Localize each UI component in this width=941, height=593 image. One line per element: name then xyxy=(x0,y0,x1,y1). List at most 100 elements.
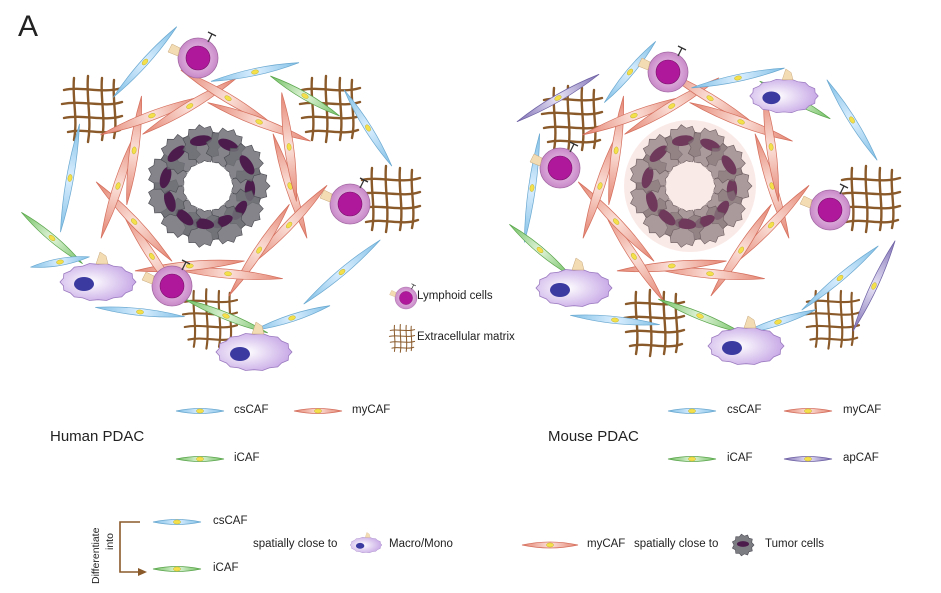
fibroblast-nucleus xyxy=(131,218,138,225)
icaf-cell xyxy=(270,75,340,117)
tumor-nucleus xyxy=(645,190,658,212)
contact-receptor xyxy=(389,290,397,298)
fibroblast-nucleus xyxy=(768,143,774,151)
lymphoid-cell xyxy=(799,183,851,231)
fibroblast-nucleus xyxy=(668,103,676,109)
tumor-lumen xyxy=(666,162,714,210)
extracellular-matrix xyxy=(60,74,124,144)
tumor-lumen xyxy=(184,162,232,210)
cscaf-cell xyxy=(253,305,331,331)
mouse-pdac-title: Mouse PDAC xyxy=(548,428,639,445)
fibroblast-nucleus xyxy=(67,174,73,182)
fibroblast-nucleus xyxy=(734,75,742,81)
cscaf-cell xyxy=(570,314,660,326)
cscaf-cell xyxy=(667,408,717,414)
mouse-legend-mycaf: myCAF xyxy=(843,404,882,416)
fibroblast-nucleus xyxy=(285,221,293,229)
macrophage-nucleus xyxy=(550,283,570,297)
mycaf-cell xyxy=(293,408,343,414)
contact-receptor xyxy=(529,153,543,167)
tumor-cell xyxy=(223,143,264,184)
fibroblast-nucleus xyxy=(706,271,714,277)
macrophage-cell xyxy=(749,68,819,114)
fibroblast-nucleus xyxy=(738,246,744,254)
contact-receptor xyxy=(251,321,265,335)
tumor-nucleus xyxy=(163,190,176,212)
bottom-mycaf-label: myCAF xyxy=(587,538,626,550)
fibroblast-nucleus xyxy=(626,68,634,76)
tumor-nucleus xyxy=(239,155,255,175)
lymphoid-cell xyxy=(529,141,581,189)
apcaf-cell xyxy=(783,456,833,462)
cscaf-cell xyxy=(801,245,879,311)
fibroblast-nucleus xyxy=(767,221,775,229)
fibroblast-nucleus xyxy=(136,309,144,315)
fibroblast-nucleus xyxy=(536,246,544,254)
icaf-cell xyxy=(509,223,571,277)
spatially-close-label-1: spatially close to xyxy=(253,538,338,550)
spatially-close-label-2: spatially close to xyxy=(634,538,719,550)
legend-icons xyxy=(119,283,833,576)
tumor-nucleus xyxy=(175,208,194,226)
cscaf-cell xyxy=(603,41,657,103)
contact-receptor xyxy=(781,68,794,81)
mycaf-cell xyxy=(281,92,297,202)
cscaf-cell xyxy=(343,89,393,167)
fibroblast-nucleus xyxy=(804,408,812,414)
mouse-legend-icaf: iCAF xyxy=(727,452,753,464)
fibroblast-nucleus xyxy=(255,119,263,125)
bottom-cscaf-label: csCAF xyxy=(213,515,248,527)
fibroblast-nucleus xyxy=(288,315,296,321)
macrophage-cell xyxy=(59,251,137,301)
fibroblast-nucleus xyxy=(597,182,603,190)
fibroblast-nucleus xyxy=(529,184,535,192)
fibroblast-nucleus xyxy=(301,93,309,99)
tumor-cells-label: Tumor cells xyxy=(765,538,824,550)
mycaf-overlap xyxy=(624,120,756,252)
lymphoid-nucleus xyxy=(159,273,185,299)
mycaf-cell xyxy=(763,92,779,202)
tumor-cell xyxy=(732,533,755,557)
macrophage-nucleus xyxy=(722,341,742,355)
mycaf-cell xyxy=(126,95,142,206)
fibroblast-nucleus xyxy=(56,259,64,265)
lymphoid-nucleus xyxy=(399,291,413,305)
fibroblast-nucleus xyxy=(173,519,181,525)
contact-receptor xyxy=(799,195,813,209)
mycaf-cell xyxy=(521,541,579,549)
tumor-cell xyxy=(705,143,746,184)
fibroblast-nucleus xyxy=(222,313,230,319)
lymphoid-nucleus xyxy=(337,191,363,217)
mycaf-cell xyxy=(783,408,833,414)
cscaf-cell xyxy=(303,239,381,305)
macrophage-nucleus xyxy=(74,277,94,291)
extracellular-matrix xyxy=(838,164,902,234)
into-label: into xyxy=(104,533,116,550)
mycaf-ring xyxy=(577,69,810,303)
extracellular-matrix xyxy=(803,288,861,350)
tumor-cluster xyxy=(148,124,271,248)
macro-mono-label: Macro/Mono xyxy=(389,538,453,550)
icaf-cell xyxy=(175,456,225,462)
receptor-icon xyxy=(569,141,579,153)
fibroblast-nucleus xyxy=(631,252,637,260)
fibroblast-nucleus xyxy=(849,116,855,124)
differentiate-arrow xyxy=(119,521,147,576)
fibroblast-nucleus xyxy=(338,268,346,276)
receptor-icon xyxy=(839,183,849,195)
macrophage-nucleus xyxy=(230,347,250,361)
tumor-nucleus xyxy=(649,145,668,162)
fibroblast-nucleus xyxy=(196,408,204,414)
fibroblast-nucleus xyxy=(196,456,204,462)
legend-lymphoid-label: Lymphoid cells xyxy=(417,290,493,302)
bottom-icaf-label: iCAF xyxy=(213,562,239,574)
lymphoid-cell xyxy=(141,259,193,307)
fibroblast-nucleus xyxy=(173,566,181,572)
cscaf-cell xyxy=(60,123,80,233)
mouse-legend-cscaf: csCAF xyxy=(727,404,762,416)
cscaf-cell xyxy=(826,79,878,161)
tumor-nucleus xyxy=(167,145,186,162)
fibroblast-nucleus xyxy=(737,119,745,125)
apcaf-cell xyxy=(852,240,896,332)
cscaf-cell xyxy=(523,133,541,243)
